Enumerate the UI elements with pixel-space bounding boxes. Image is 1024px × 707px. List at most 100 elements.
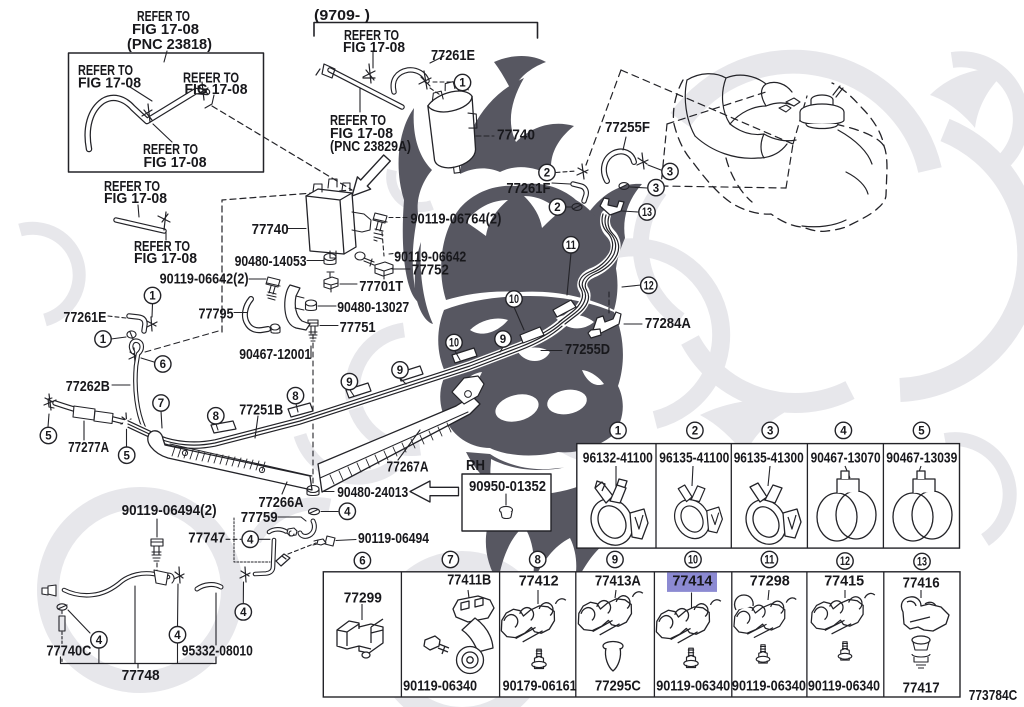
svg-text:13: 13 <box>642 207 652 219</box>
svg-text:90480-24013: 90480-24013 <box>337 484 408 501</box>
svg-text:77752: 77752 <box>412 262 449 279</box>
svg-text:77748: 77748 <box>122 667 160 684</box>
svg-text:90119-06340: 90119-06340 <box>808 678 880 695</box>
svg-text:77415: 77415 <box>824 573 864 590</box>
svg-text:90119-06340: 90119-06340 <box>403 678 477 695</box>
svg-text:4: 4 <box>344 507 351 519</box>
svg-text:REFER TO: REFER TO <box>330 112 386 129</box>
svg-text:10: 10 <box>509 294 519 306</box>
svg-text:8: 8 <box>292 391 299 403</box>
svg-text:96135-41100: 96135-41100 <box>659 449 729 466</box>
svg-text:2: 2 <box>544 168 550 180</box>
svg-text:4: 4 <box>174 630 181 642</box>
svg-text:77751: 77751 <box>340 319 376 336</box>
svg-text:RH: RH <box>466 457 485 474</box>
svg-text:77417: 77417 <box>903 680 940 697</box>
svg-text:90119-06340: 90119-06340 <box>656 678 730 695</box>
svg-text:77740C: 77740C <box>46 642 91 659</box>
svg-text:77740: 77740 <box>497 126 535 143</box>
svg-text:77412: 77412 <box>519 573 559 590</box>
svg-text:2: 2 <box>692 426 698 438</box>
svg-text:90179-06161: 90179-06161 <box>503 678 577 695</box>
svg-text:77284A: 77284A <box>645 315 691 332</box>
svg-text:773784C: 773784C <box>969 687 1018 704</box>
svg-text:REFER TO: REFER TO <box>344 27 399 44</box>
svg-text:95332-08010: 95332-08010 <box>182 642 253 659</box>
svg-text:6: 6 <box>160 359 166 371</box>
svg-text:77414: 77414 <box>672 573 713 590</box>
svg-text:REFER TO: REFER TO <box>143 141 198 158</box>
svg-text:5: 5 <box>123 450 130 462</box>
svg-text:96132-41100: 96132-41100 <box>583 449 653 466</box>
svg-text:90467-12001: 90467-12001 <box>239 346 311 363</box>
svg-text:77759: 77759 <box>241 509 278 526</box>
svg-text:77795: 77795 <box>199 305 234 322</box>
svg-text:1: 1 <box>459 78 466 90</box>
svg-text:FIG 17-08: FIG 17-08 <box>132 21 199 38</box>
svg-text:77416: 77416 <box>903 575 940 592</box>
svg-text:77261E: 77261E <box>431 47 475 64</box>
svg-text:10: 10 <box>449 338 459 350</box>
svg-text:77701T: 77701T <box>359 278 403 295</box>
svg-text:77266A: 77266A <box>259 494 304 511</box>
svg-text:90119-06642(2): 90119-06642(2) <box>160 271 249 288</box>
svg-text:77740: 77740 <box>252 221 289 238</box>
svg-text:4: 4 <box>96 635 103 647</box>
svg-text:3: 3 <box>767 426 773 438</box>
svg-text:2: 2 <box>554 202 560 214</box>
svg-text:9: 9 <box>612 555 618 567</box>
svg-text:FIG 17-08: FIG 17-08 <box>78 75 141 92</box>
svg-text:11: 11 <box>764 555 774 567</box>
svg-text:90950-01352: 90950-01352 <box>469 478 546 495</box>
svg-text:FIG 17-08: FIG 17-08 <box>330 125 393 142</box>
svg-text:3: 3 <box>653 183 659 195</box>
svg-text:5: 5 <box>918 426 925 438</box>
svg-text:9: 9 <box>500 334 506 346</box>
svg-text:90119-06642: 90119-06642 <box>394 249 466 266</box>
svg-text:90119-06494: 90119-06494 <box>358 530 430 547</box>
svg-text:77262B: 77262B <box>66 378 110 395</box>
svg-text:77295C: 77295C <box>595 678 641 695</box>
svg-text:77255D: 77255D <box>565 341 610 358</box>
svg-text:4: 4 <box>840 426 847 438</box>
svg-text:8: 8 <box>534 555 541 567</box>
svg-text:REFER TO: REFER TO <box>104 178 160 195</box>
svg-text:90480-14053: 90480-14053 <box>235 253 307 270</box>
svg-text:(PNC 23818): (PNC 23818) <box>127 36 212 53</box>
svg-text:90119-06764(2): 90119-06764(2) <box>410 210 501 227</box>
svg-text:11: 11 <box>566 240 576 252</box>
svg-text:90467-13070: 90467-13070 <box>811 449 881 466</box>
svg-text:9: 9 <box>397 365 403 377</box>
svg-text:FIG 17-08: FIG 17-08 <box>185 81 248 98</box>
svg-text:96135-41300: 96135-41300 <box>734 449 804 466</box>
svg-text:5: 5 <box>45 431 52 443</box>
svg-text:9: 9 <box>346 377 352 389</box>
svg-text:77261F: 77261F <box>506 180 550 197</box>
svg-text:7: 7 <box>447 555 453 567</box>
svg-text:90119-06340: 90119-06340 <box>732 678 806 695</box>
svg-text:REFER TO: REFER TO <box>137 8 190 25</box>
svg-text:90467-13039: 90467-13039 <box>886 449 957 466</box>
svg-text:4: 4 <box>240 607 247 619</box>
svg-text:6: 6 <box>359 556 365 568</box>
svg-text:77298: 77298 <box>750 573 790 590</box>
svg-text:77411B: 77411B <box>447 572 491 589</box>
svg-text:3: 3 <box>667 167 673 179</box>
svg-text:4: 4 <box>247 535 254 547</box>
svg-text:12: 12 <box>840 556 850 568</box>
svg-text:FIG 17-08: FIG 17-08 <box>343 39 405 56</box>
svg-text:77261E: 77261E <box>63 309 106 326</box>
svg-text:90119-06494(2): 90119-06494(2) <box>122 502 217 519</box>
svg-text:77267A: 77267A <box>387 459 429 476</box>
svg-text:FIG 17-08: FIG 17-08 <box>134 250 197 267</box>
svg-text:12: 12 <box>644 281 654 293</box>
svg-text:FIG 17-08: FIG 17-08 <box>104 190 167 207</box>
svg-text:8: 8 <box>213 411 220 423</box>
svg-text:77413A: 77413A <box>595 573 641 590</box>
svg-text:77251B: 77251B <box>239 402 283 419</box>
svg-text:REFER TO: REFER TO <box>78 62 133 79</box>
svg-text:1: 1 <box>149 291 156 303</box>
svg-text:90480-13027: 90480-13027 <box>337 299 409 316</box>
svg-text:10: 10 <box>688 555 698 567</box>
svg-text:1: 1 <box>615 426 622 438</box>
